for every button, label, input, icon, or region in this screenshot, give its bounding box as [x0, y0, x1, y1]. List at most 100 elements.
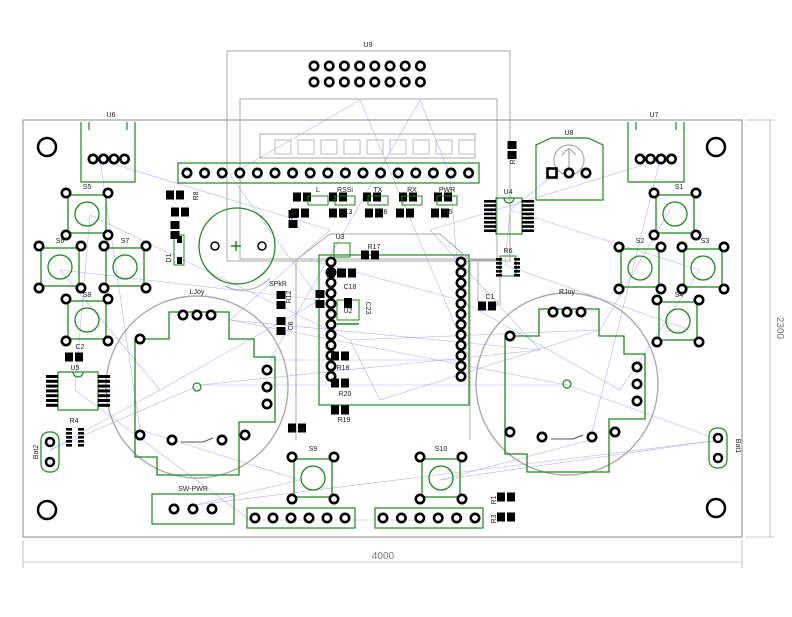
switch-pin — [651, 336, 663, 348]
ratsnest-line — [359, 99, 471, 361]
u6-connector[interactable] — [80, 122, 136, 183]
switch-actuator — [428, 465, 454, 491]
ratsnest-line — [89, 214, 351, 341]
led-outline — [367, 195, 389, 206]
u5-pin — [46, 403, 58, 407]
ratsnest-line — [504, 264, 691, 331]
mcu-pin-left — [325, 277, 337, 289]
joystick-pin — [177, 309, 189, 321]
ratsnest-line — [229, 99, 361, 176]
bottom-header-pin — [395, 512, 407, 524]
u5-pin — [98, 379, 110, 383]
u5-pin — [98, 384, 110, 388]
label-led-rssi: RSSi — [337, 187, 353, 194]
label-s7: S7 — [121, 238, 130, 245]
u5-pin — [46, 389, 58, 393]
u5-ic[interactable] — [57, 371, 99, 411]
u4-pin — [484, 216, 496, 220]
switch-pin — [676, 283, 688, 295]
switch-pin — [648, 229, 660, 241]
ratsnest-line — [589, 159, 661, 441]
u9-pin — [308, 76, 320, 88]
label-r20: R20 — [339, 391, 352, 398]
r6-pin — [496, 262, 502, 265]
mcu-pin-right — [455, 350, 467, 362]
u9-pin — [354, 60, 366, 72]
smd-pad — [176, 190, 184, 200]
u8-pin — [580, 167, 592, 179]
ratsnest-line — [459, 299, 621, 391]
u9-segment — [435, 139, 453, 155]
led-outline — [334, 195, 356, 206]
smd-pad — [497, 512, 505, 522]
label-c1: C1 — [486, 294, 495, 301]
bottom-header-pin — [267, 512, 279, 524]
joystick-pin — [631, 395, 643, 407]
top-header-pin — [287, 167, 299, 179]
mcu-module-outline[interactable] — [318, 254, 470, 406]
r6-pin — [496, 274, 502, 277]
ratsnest-line — [49, 384, 201, 451]
switch-pin — [140, 282, 152, 294]
bat2-connector[interactable] — [40, 431, 60, 473]
u7-connector[interactable] — [627, 122, 685, 183]
smd-pad — [315, 290, 325, 298]
mcu-pin-right — [455, 287, 467, 299]
label-u8: U8 — [565, 130, 574, 137]
smd-passives — [65, 141, 517, 522]
smd-pad — [507, 492, 515, 502]
switch-body — [40, 247, 80, 287]
d1-diode[interactable] — [173, 234, 185, 266]
joystick-pin — [134, 333, 146, 345]
switch-pin — [102, 229, 114, 241]
smd-pad — [338, 268, 346, 278]
sw-pwr-pins — [168, 503, 218, 515]
bottom-header-pin — [469, 512, 481, 524]
u2-ic[interactable] — [336, 298, 360, 325]
board-outline — [22, 119, 743, 538]
label-r3: R3 — [491, 514, 498, 523]
u3-ic[interactable] — [333, 242, 351, 258]
u4-ic[interactable] — [495, 197, 523, 235]
label-led-l: L — [316, 187, 320, 194]
sw-pwr-switch[interactable] — [151, 493, 235, 525]
u4-pin — [484, 225, 496, 228]
switch-pin — [102, 187, 114, 199]
joystick-pin — [504, 426, 516, 438]
u9-segment — [458, 139, 476, 155]
u9-pin — [399, 76, 411, 88]
u9-pin — [308, 60, 320, 72]
r6-pins — [496, 258, 520, 277]
label-c18: C18 — [344, 284, 357, 291]
joystick-footprint — [504, 308, 646, 473]
mcu-pin-left — [325, 360, 337, 372]
switch-pin — [456, 451, 468, 463]
u9-pin — [414, 60, 426, 72]
mounting-hole-bl — [36, 499, 58, 521]
mcu-pin-right — [455, 266, 467, 278]
r6-pin — [514, 258, 520, 261]
label-r19: R19 — [338, 417, 351, 424]
u4-pin — [484, 212, 496, 216]
bat1-connector[interactable] — [708, 427, 728, 469]
speaker-buzzer[interactable] — [198, 207, 276, 291]
mcu-pin-right — [455, 256, 467, 268]
label-s5: S5 — [83, 184, 92, 191]
r4-pin — [66, 432, 72, 435]
smd-pad — [276, 327, 286, 335]
u8-trimmer[interactable] — [535, 137, 604, 201]
joystick-center — [192, 382, 202, 392]
switch-actuator — [74, 201, 100, 227]
status-leds — [307, 195, 458, 206]
smd-pad — [329, 192, 337, 202]
ratsnest-line — [194, 439, 721, 506]
u9-header-pins — [308, 60, 426, 88]
joystick-pin — [631, 378, 643, 390]
r6-pin — [514, 262, 520, 265]
top-header-pin — [181, 167, 193, 179]
label-r8: R8 — [193, 191, 200, 200]
joystick-pin — [216, 434, 228, 446]
u4-pin — [484, 221, 496, 224]
smd-pad — [288, 220, 298, 228]
